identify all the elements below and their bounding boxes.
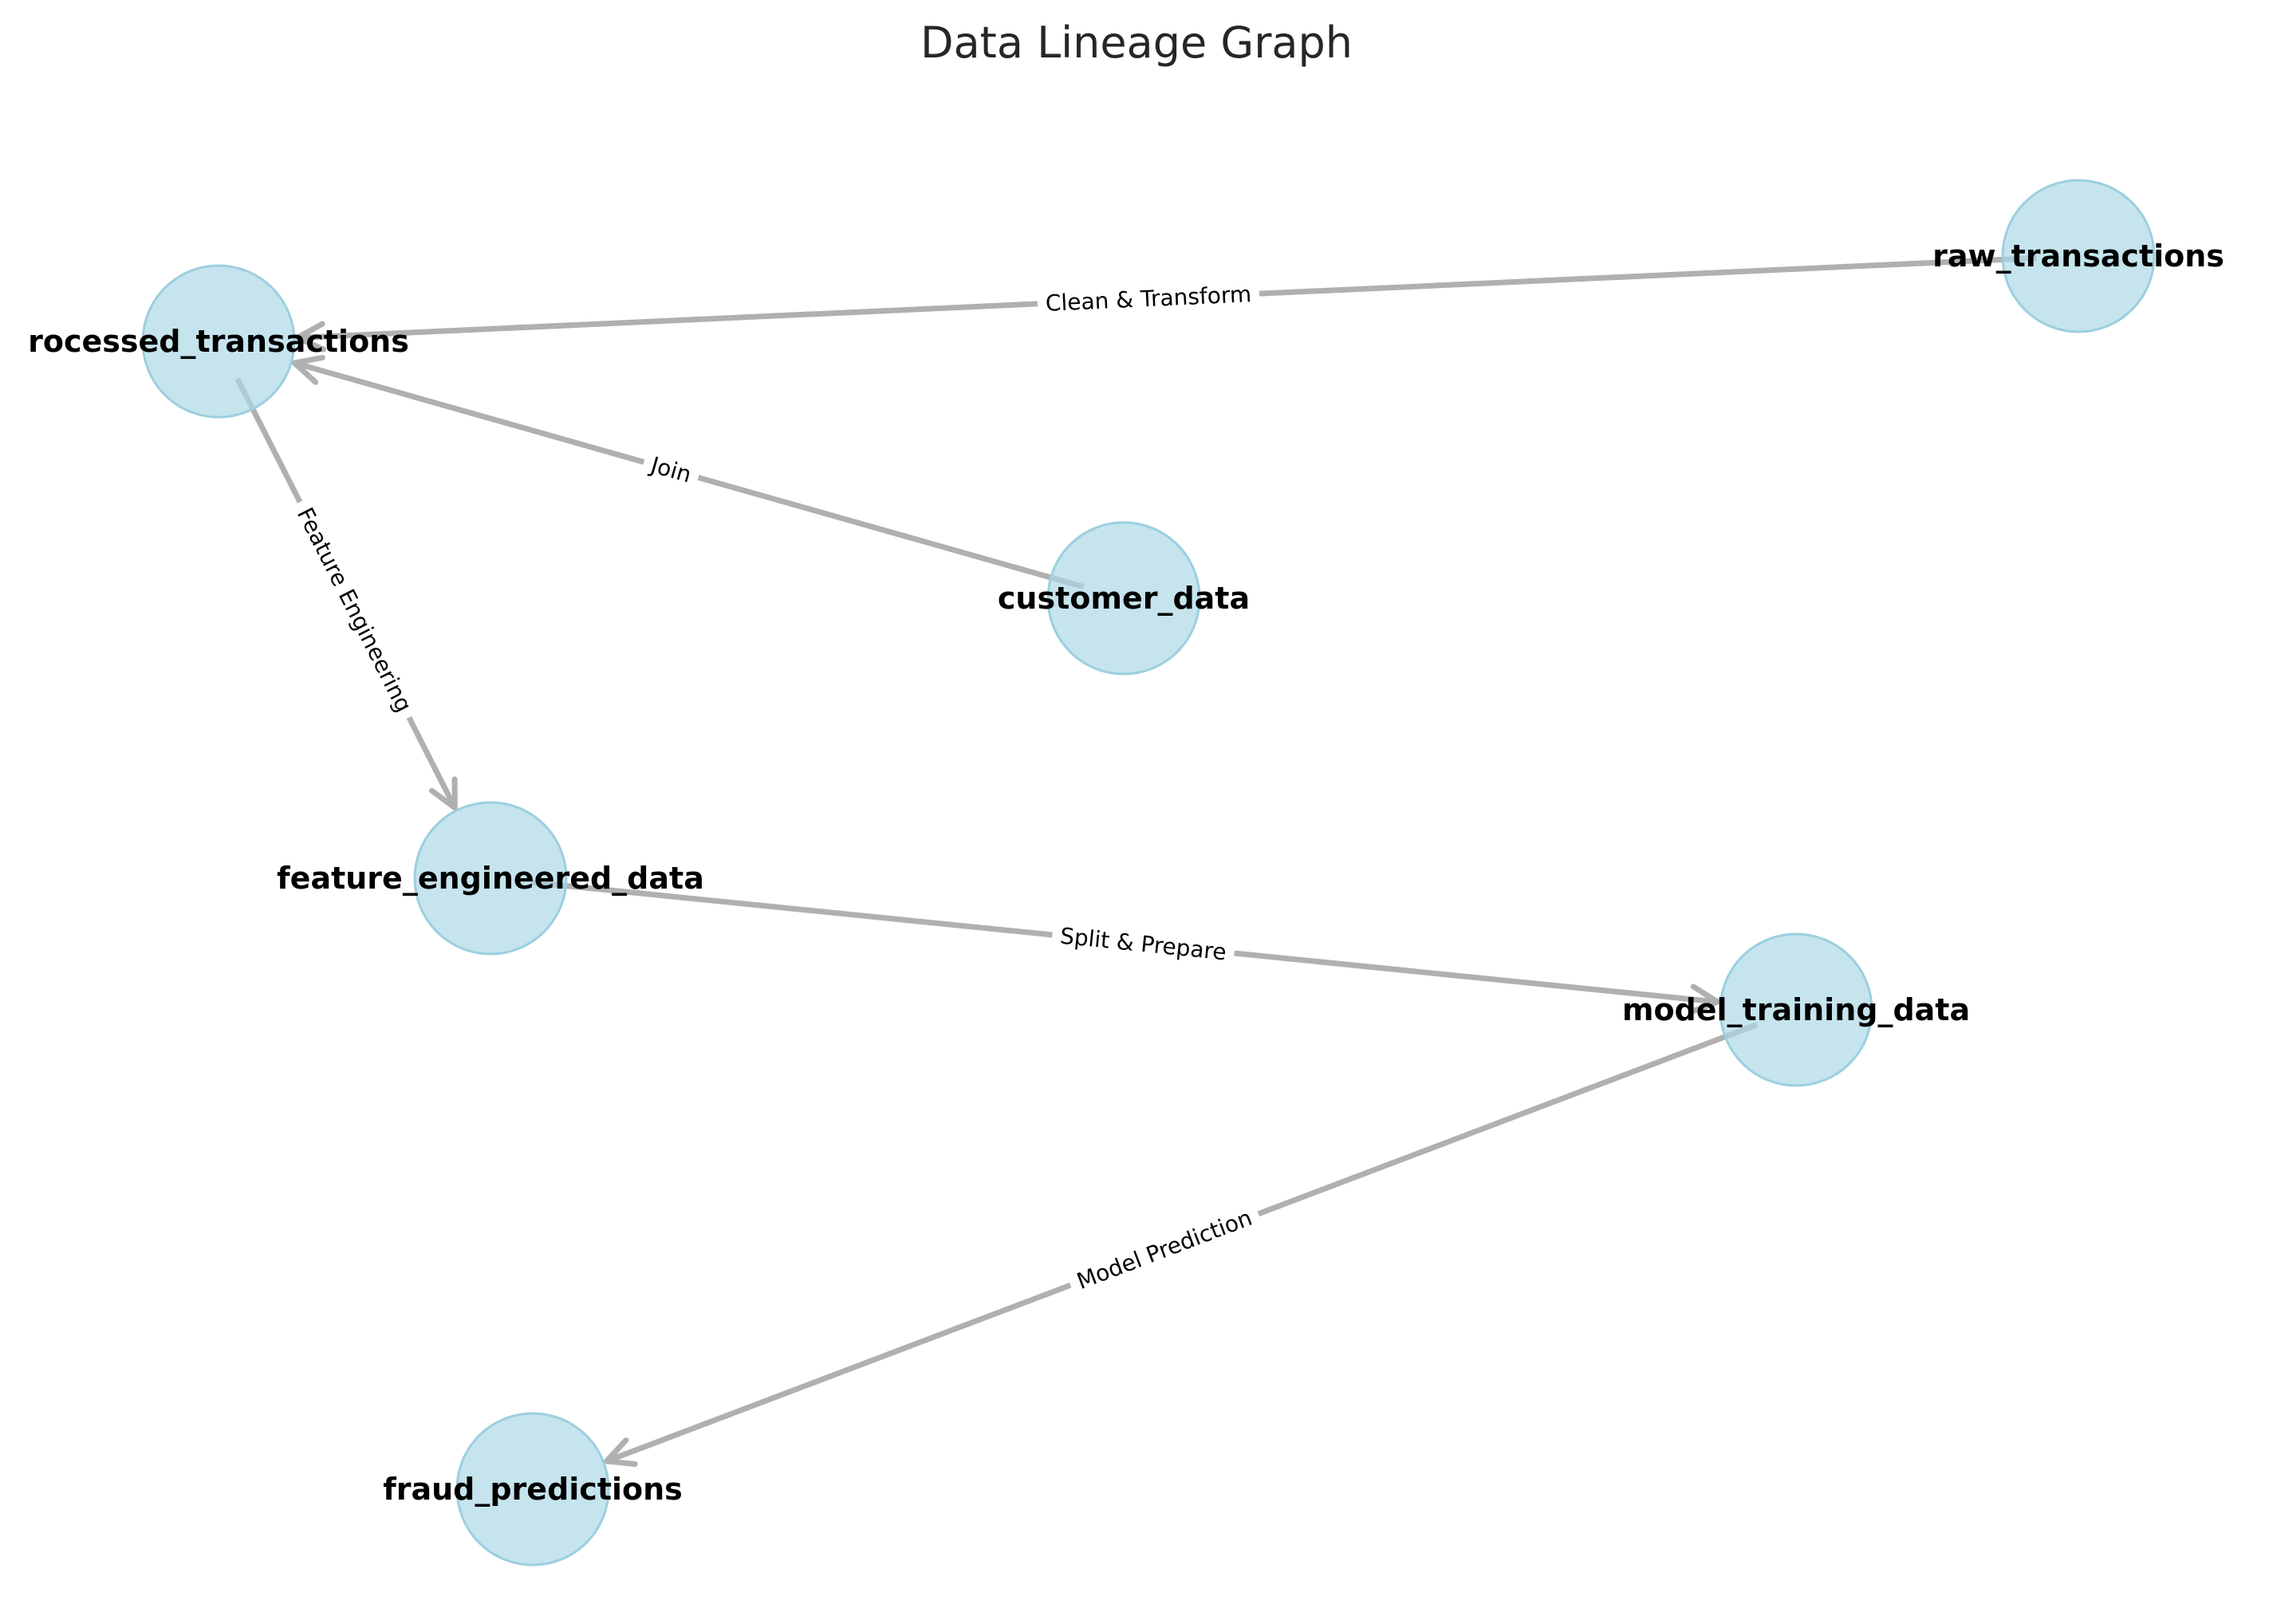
edge-label: Model Prediction: [1073, 1204, 1256, 1295]
edge-label: Join: [647, 451, 695, 488]
edge-label-background: [286, 495, 423, 725]
edge-raw_transactions-to-processed_transactions: Clean & Transform: [294, 254, 2037, 353]
node-circle: [1046, 521, 1201, 676]
edge-feature_engineered_data-to-model_training_data: Split & Prepare: [531, 879, 1720, 1015]
edge-label-group: Join: [639, 447, 703, 493]
node-fraud_predictions: fraud_predictions: [383, 1412, 683, 1567]
node-label: fraud_predictions: [383, 1472, 683, 1507]
edge-label-background: [1037, 278, 1260, 320]
arrowhead-icon: [429, 776, 458, 811]
edge-label-background: [639, 447, 703, 493]
node-label: rocessed_transactions: [28, 324, 409, 359]
edge-label-background: [1050, 919, 1236, 969]
diagram-title: Data Lineage Graph: [920, 18, 1353, 68]
node-circle: [1719, 932, 1873, 1087]
arrowhead-icon: [294, 321, 327, 353]
edge-processed_transactions-to-feature_engineered_data: Feature Engineering: [234, 377, 458, 811]
node-processed_transactions: rocessed_transactions: [28, 264, 409, 419]
node-raw_transactions: raw_transactions: [1932, 179, 2224, 333]
arrowhead-icon: [1688, 983, 1720, 1015]
edge-customer_data-to-processed_transactions: Join: [291, 354, 1085, 590]
arrowhead-icon: [604, 1437, 638, 1467]
nodes-layer: raw_transactions rocessed_transactionscus…: [28, 179, 2224, 1567]
node-circle: [455, 1412, 610, 1567]
edge-label-group: Feature Engineering: [286, 495, 423, 725]
edge-label-group: Split & Prepare: [1050, 919, 1236, 969]
node-label: raw_transactions: [1932, 238, 2224, 274]
edge-label-group: Clean & Transform: [1037, 278, 1260, 320]
edge-label-group: Model Prediction: [1065, 1199, 1264, 1300]
node-circle: [141, 264, 296, 419]
edge-label-background: [1065, 1199, 1264, 1300]
node-label: feature_engineered_data: [277, 861, 704, 896]
arrowhead-icon: [291, 354, 325, 385]
node-label: customer_data: [998, 581, 1250, 616]
node-model_training_data: model_training_data: [1622, 932, 1970, 1087]
node-label: model_training_data: [1622, 992, 1970, 1027]
edge-model_training_data-to-fraud_predictions: Model Prediction: [604, 1022, 1759, 1467]
node-feature_engineered_data: feature_engineered_data: [277, 801, 704, 956]
node-circle: [2001, 179, 2156, 333]
node-circle: [413, 801, 568, 956]
edge-label: Feature Engineering: [292, 503, 417, 716]
node-customer_data: customer_data: [998, 521, 1250, 676]
